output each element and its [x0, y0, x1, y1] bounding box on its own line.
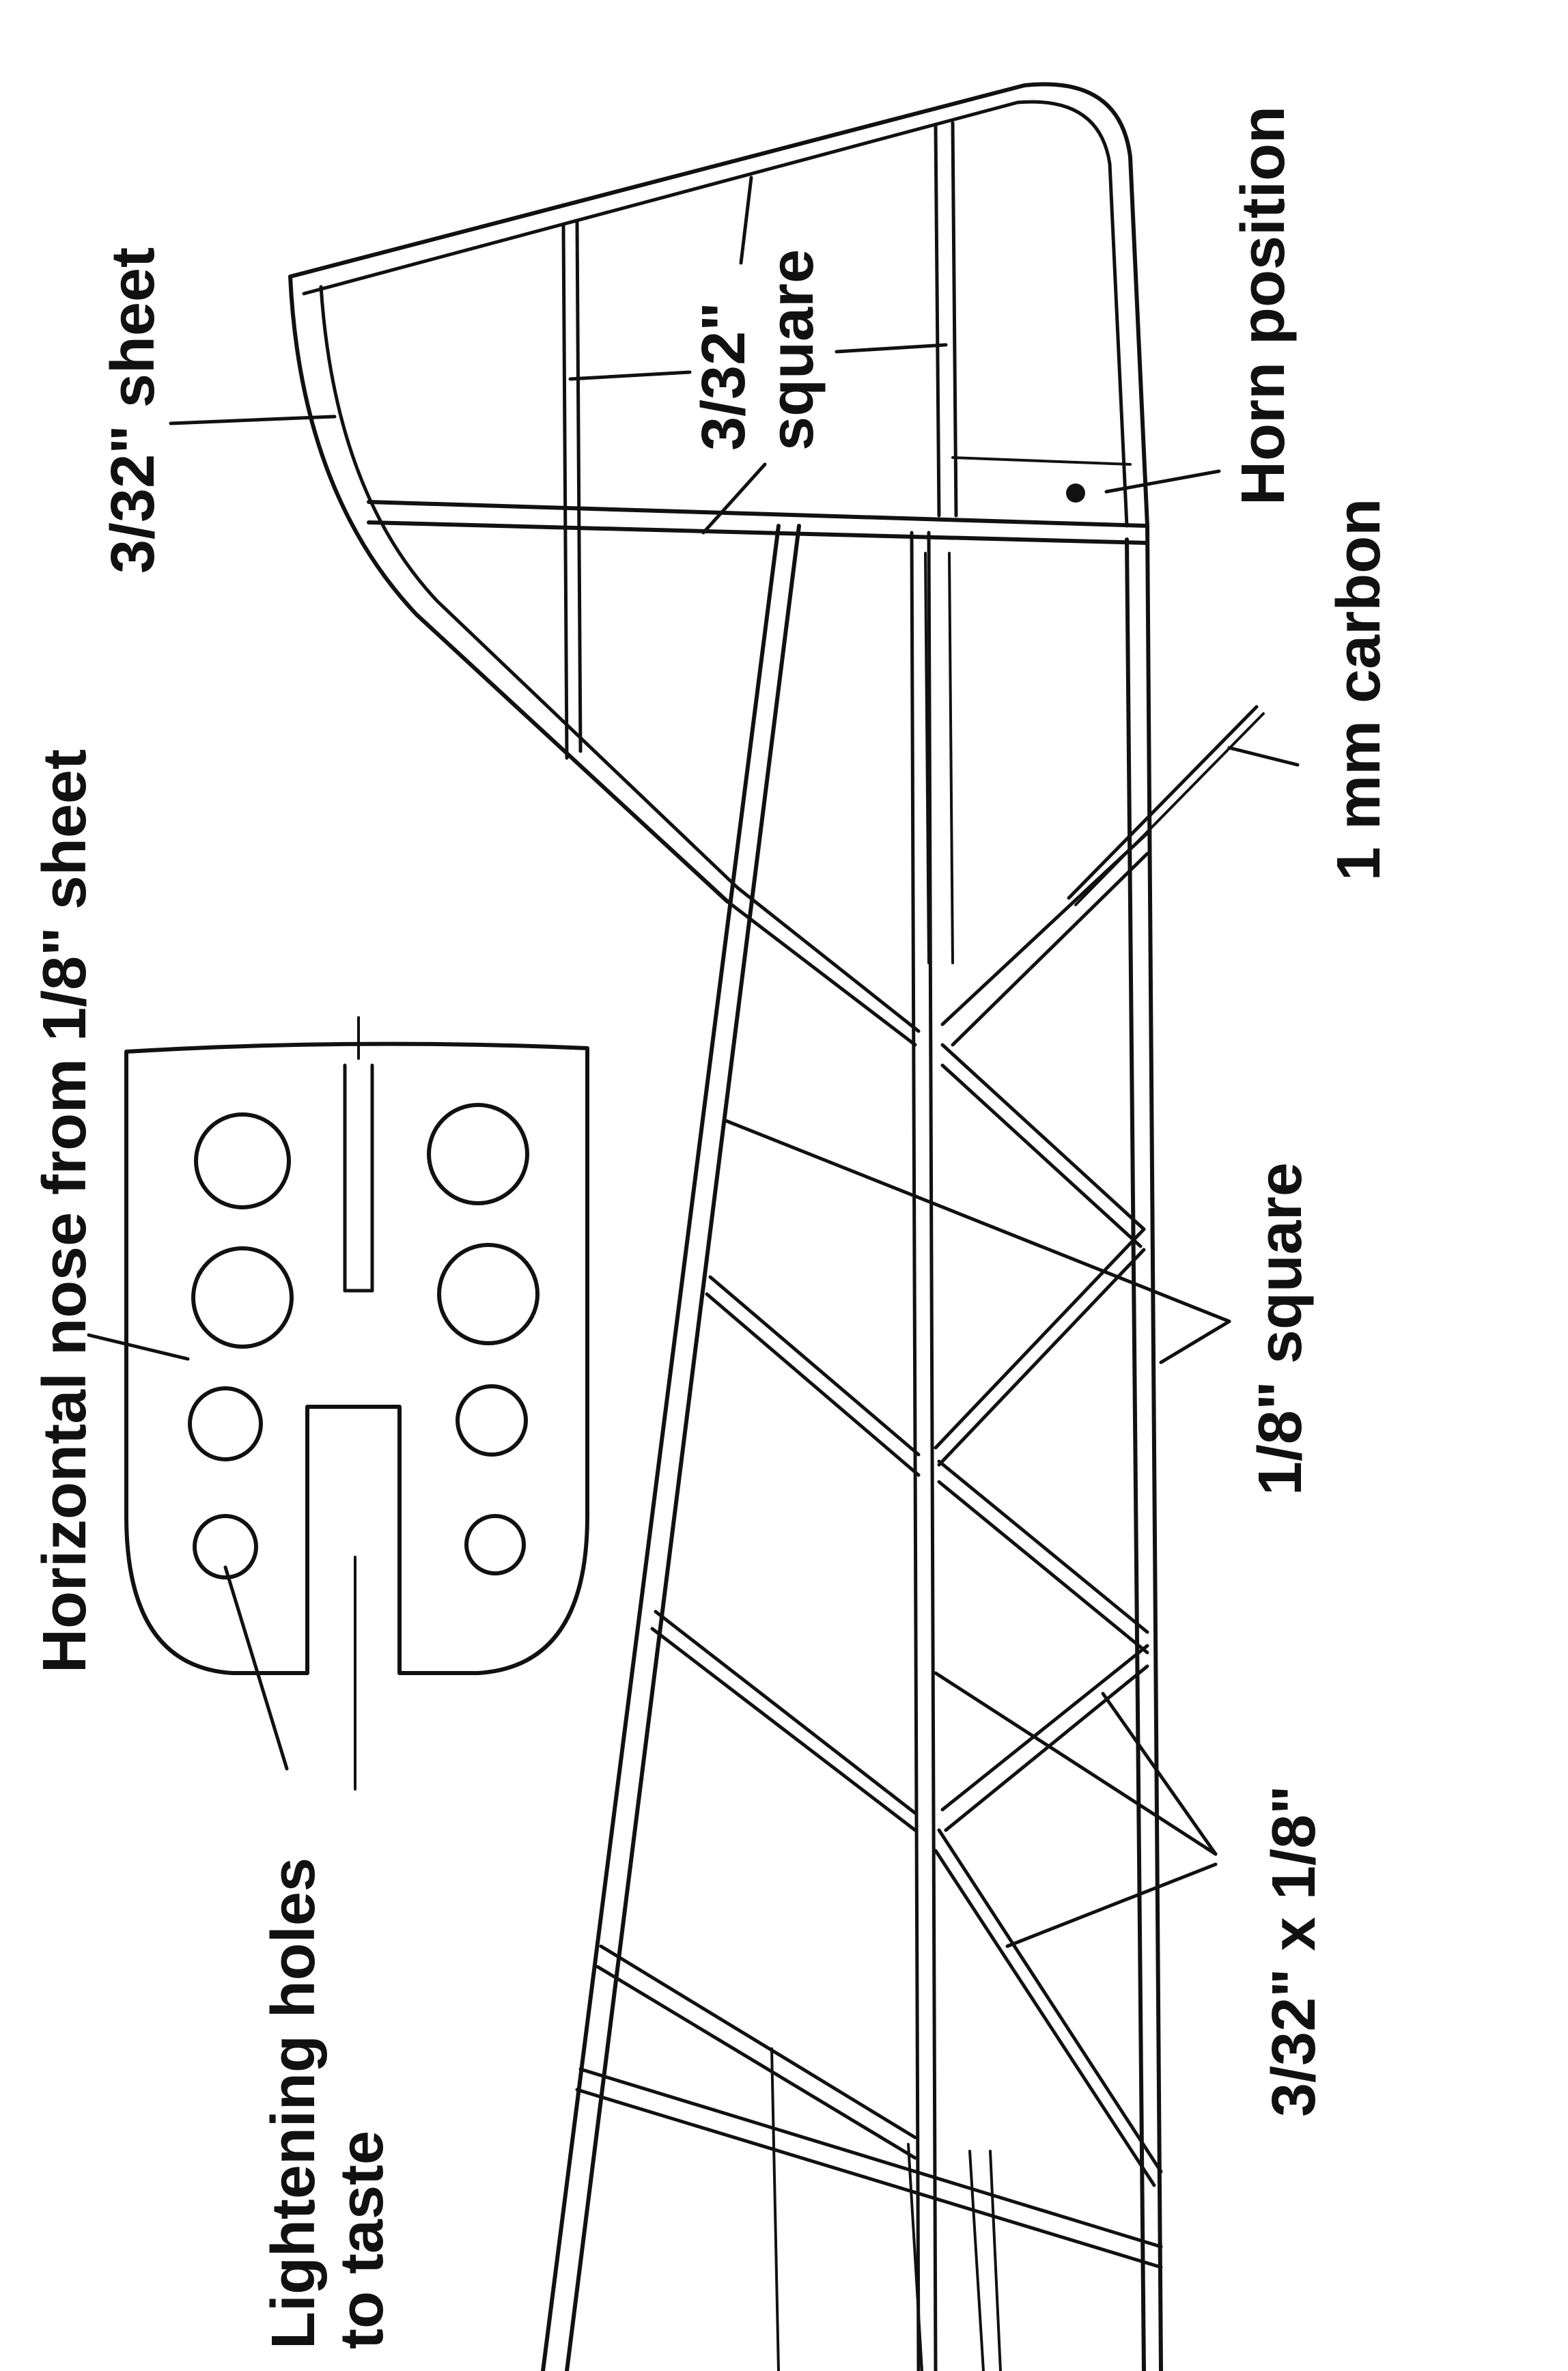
labels: 3/32" sheet 3/32" square Horn position 1…: [31, 106, 1393, 2349]
label-square-3-32-line2: square: [758, 249, 826, 451]
root-line-4: [989, 2150, 1002, 2371]
tail-structure: [288, 82, 1265, 2371]
tip-rib-1a: [561, 223, 569, 760]
diag-10b: [596, 1965, 917, 2160]
carbon-rod-b: [1074, 712, 1265, 906]
leader-strip-a: [934, 1671, 1218, 1856]
centre-slot-b: [948, 552, 954, 964]
horn-dot: [1066, 483, 1085, 503]
hole-3: [188, 1386, 263, 1461]
hole-6: [437, 1243, 540, 1345]
root-rib-b: [575, 2088, 1163, 2269]
root-line-1: [770, 2047, 780, 2371]
diag-4b: [937, 1248, 1146, 1467]
tip-curve-outer: [288, 275, 729, 903]
diag-5b: [705, 1292, 921, 1477]
tip-outline: [288, 82, 1149, 528]
leader-strip-b: [1101, 1692, 1218, 1856]
diag-8: [654, 1610, 917, 1815]
diag-3: [940, 1043, 1146, 1231]
leader-carbon: [1227, 746, 1300, 767]
diag-9: [937, 1828, 1163, 2174]
diag-6: [937, 1459, 1149, 1634]
hole-2: [191, 1246, 294, 1349]
diag-7: [940, 1644, 1149, 1812]
root-line-3: [968, 2150, 985, 2371]
centre-slot-a: [924, 552, 930, 964]
label-strip-3-32-x-1-8: 3/32" x 1/8": [1260, 1785, 1328, 2117]
leading-edge-outer: [1145, 524, 1163, 2371]
label-lightening-line1: Lightening holes: [260, 1857, 328, 2349]
carbon-rod-a: [1067, 705, 1259, 900]
diag-5: [708, 1275, 921, 1457]
tip-curve-inner: [319, 285, 740, 890]
horn-box: [951, 456, 1132, 466]
label-carbon: 1 mm carbon: [1325, 499, 1393, 881]
leader-square-2: [739, 176, 753, 265]
leader-square-3: [835, 343, 948, 354]
centre-spar-b: [927, 531, 938, 2371]
tip-outline-inner: [302, 100, 1129, 528]
label-horizontal-nose: Horizontal nose from 1/8" sheet: [31, 749, 99, 1673]
hinge-spar-inner: [367, 520, 1149, 545]
label-square-3-32-line1: 3/32": [690, 302, 758, 451]
label-horn-position: Horn position: [1229, 106, 1298, 505]
hole-1: [194, 1112, 291, 1209]
trailing-edge-a: [541, 524, 781, 2371]
label-lightening-line2: to taste: [328, 2131, 396, 2349]
diag-2b: [951, 852, 1149, 1047]
leader-sheet: [169, 415, 337, 425]
diag-1: [736, 886, 921, 1033]
leading-edge-inner: [1125, 537, 1146, 2371]
hole-5: [427, 1103, 529, 1205]
diag-9b: [934, 1849, 1156, 2187]
label-square-1-8: 1/8" square: [1246, 1162, 1315, 1496]
leader-nose: [87, 1333, 190, 1361]
tip-rib-2b: [951, 121, 958, 518]
diag-4: [934, 1227, 1146, 1450]
hole-7: [456, 1384, 528, 1457]
label-sheet-3-32: 3/32" sheet: [99, 247, 167, 574]
root-line-2: [907, 2143, 923, 2371]
diag-3b: [940, 1063, 1143, 1248]
nose-outline: [124, 1041, 589, 1675]
diag-1b: [725, 899, 917, 1047]
hole-8: [464, 1514, 526, 1575]
leader-square-1: [568, 370, 692, 381]
leader-square-4: [701, 462, 767, 535]
diag-7b: [944, 1664, 1149, 1832]
diag-6b: [937, 1480, 1149, 1655]
leader-lines: [87, 176, 1300, 1948]
root-rib: [578, 2067, 1163, 2249]
leader-lightening: [223, 1565, 289, 1771]
leader-horn: [1104, 469, 1221, 494]
leader-1-8-a: [722, 1118, 1231, 1323]
diag-8b: [650, 1627, 917, 1832]
hinge-spar-outer: [367, 500, 1149, 528]
hole-4: [193, 1514, 258, 1580]
tip-rib-1b: [575, 220, 583, 753]
trailing-edge-b: [565, 524, 801, 2371]
leader-strip-c: [1005, 1862, 1218, 1948]
diag-10: [599, 1944, 917, 2139]
leader-1-8-b: [1159, 1319, 1231, 1364]
tip-rib-2a: [934, 124, 941, 518]
horizontal-nose-plate: [124, 1016, 589, 1791]
